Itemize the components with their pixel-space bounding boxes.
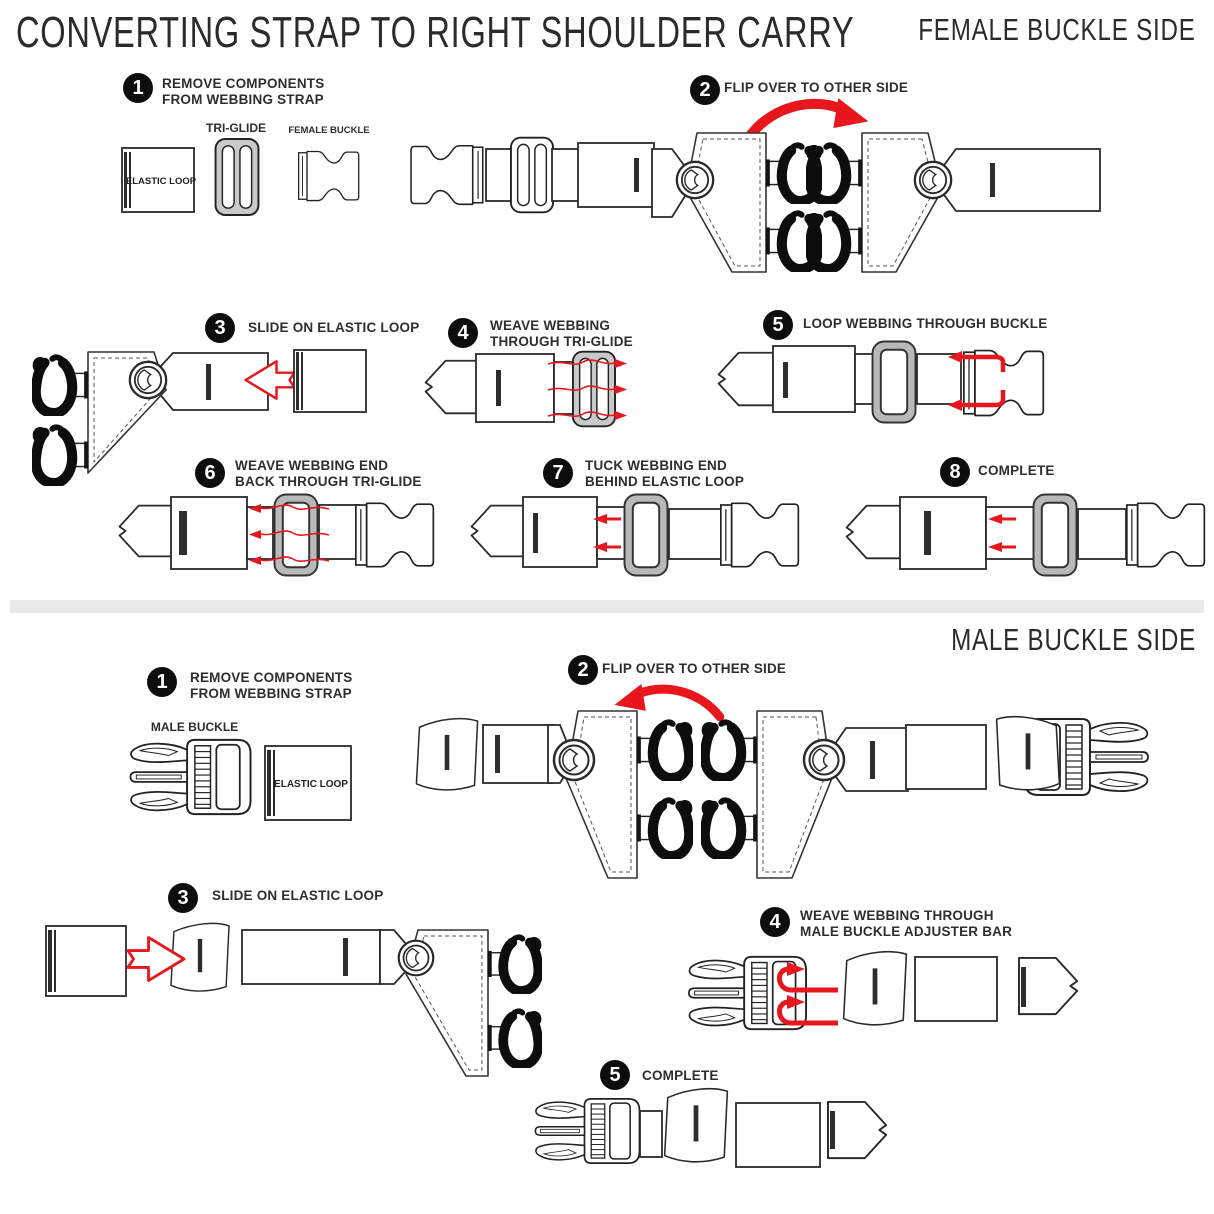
female-buckle-label: FEMALE BUCKLE xyxy=(288,125,370,136)
female-step6-illustration xyxy=(118,493,435,577)
female-step8-badge: 8 xyxy=(940,457,970,487)
g-hook-icon xyxy=(488,937,539,991)
female-buckle-icon xyxy=(354,502,435,568)
female-flip-illustration xyxy=(410,88,1101,273)
male-step3-badge: 3 xyxy=(168,883,198,913)
grommet-icon xyxy=(802,738,846,782)
male-step5-label: COMPLETE xyxy=(642,1068,719,1083)
female-step7-illustration xyxy=(470,493,800,577)
female-step5-label: LOOP WEBBING THROUGH BUCKLE xyxy=(803,316,1048,331)
female-step6-badge: 6 xyxy=(195,458,225,488)
male-flip-illustration xyxy=(415,710,1150,879)
g-hook-icon xyxy=(705,722,757,778)
male-step5-badge: 5 xyxy=(600,1060,630,1090)
male-step2-label: FLIP OVER TO OTHER SIDE xyxy=(602,661,787,676)
weave-arrowheads xyxy=(615,359,627,420)
tuck-arrows xyxy=(1001,517,1016,549)
webbing-flap-icon xyxy=(415,717,479,791)
male-buckle-icon xyxy=(534,1097,641,1165)
strap-end-icon xyxy=(717,351,773,407)
female-buckle-icon xyxy=(719,502,800,568)
female-buckle-icon xyxy=(297,150,360,202)
g-hook-icon xyxy=(637,722,689,778)
strap-end-icon xyxy=(826,1100,888,1160)
female-step7-badge: 7 xyxy=(543,458,573,488)
strap-end-icon xyxy=(1017,956,1079,1016)
tri-glide-icon xyxy=(510,136,554,214)
male-step3-illustration xyxy=(45,922,638,1077)
flip-right-arrow-icon xyxy=(751,98,869,135)
grommet-icon xyxy=(397,939,435,977)
female-step1-badge: 1 xyxy=(123,73,153,103)
tri-glide-icon xyxy=(871,340,917,424)
male-step2-badge: 2 xyxy=(568,655,598,685)
strap-end-icon xyxy=(424,359,480,415)
male-step5-illustration xyxy=(534,1087,888,1168)
elastic-loop-component-icon: ELASTIC LOOP xyxy=(121,147,197,213)
grommet-icon xyxy=(913,160,953,200)
male-step3-label: SLIDE ON ELASTIC LOOP xyxy=(212,888,384,903)
strap-end-icon xyxy=(470,504,524,558)
section-divider xyxy=(10,600,1204,613)
grommet-icon xyxy=(128,360,168,400)
tri-glide-icon xyxy=(623,493,669,577)
weave-lines xyxy=(260,504,330,562)
weave-arrows xyxy=(777,966,838,1026)
strap-end-icon xyxy=(845,504,901,560)
page-title: CONVERTING STRAP TO RIGHT SHOULDER CARRY xyxy=(16,8,855,57)
g-hook-icon xyxy=(36,427,88,483)
male-step4-badge: 4 xyxy=(760,907,790,937)
svg-text:ELASTIC LOOP: ELASTIC LOOP xyxy=(126,176,197,187)
female-step4-illustration xyxy=(424,350,627,428)
g-hook-icon xyxy=(36,357,88,413)
grommet-icon xyxy=(675,160,715,200)
tuck-arrows xyxy=(606,517,621,549)
male-buckle-label: MALE BUCKLE xyxy=(150,720,239,734)
grommet-icon xyxy=(552,738,596,782)
male-step4-illustration xyxy=(687,950,1079,1031)
male-buckle-icon xyxy=(129,738,252,816)
female-buckle-icon xyxy=(410,144,484,206)
female-step4-badge: 4 xyxy=(448,318,478,348)
strap-end-icon xyxy=(118,504,172,558)
weave-lines xyxy=(547,359,616,417)
female-step3-illustration xyxy=(28,349,367,496)
female-buckle-icon xyxy=(1125,502,1206,568)
female-section-heading: FEMALE BUCKLE SIDE xyxy=(918,12,1196,47)
g-hook-icon xyxy=(637,800,689,856)
female-step3-label: SLIDE ON ELASTIC LOOP xyxy=(248,320,420,335)
webbing-flap-icon xyxy=(995,715,1061,791)
female-step2-badge: 2 xyxy=(690,75,720,105)
webbing-flap-icon xyxy=(663,1087,729,1163)
elastic-loop-component-icon: ELASTIC LOOP xyxy=(264,745,352,821)
tri-glide-label: TRI-GLIDE xyxy=(206,121,266,135)
tri-glide-icon xyxy=(214,138,260,216)
male-section-heading: MALE BUCKLE SIDE xyxy=(951,622,1196,657)
loop-arrows xyxy=(961,354,1006,408)
g-hook-icon xyxy=(705,800,757,856)
female-step2-label: FLIP OVER TO OTHER SIDE xyxy=(724,80,909,95)
webbing-flap-icon xyxy=(842,950,908,1026)
female-step8-illustration xyxy=(845,493,1206,577)
female-step3-badge: 3 xyxy=(205,313,235,343)
male-step1-badge: 1 xyxy=(147,667,177,697)
female-step5-badge: 5 xyxy=(763,310,793,340)
weave-arrowheads xyxy=(249,504,261,565)
tri-glide-icon xyxy=(1032,493,1078,577)
female-step5-illustration xyxy=(717,340,1045,424)
svg-text:ELASTIC LOOP: ELASTIC LOOP xyxy=(274,779,348,790)
g-hook-icon xyxy=(488,1011,539,1065)
female-step8-label: COMPLETE xyxy=(978,463,1055,478)
